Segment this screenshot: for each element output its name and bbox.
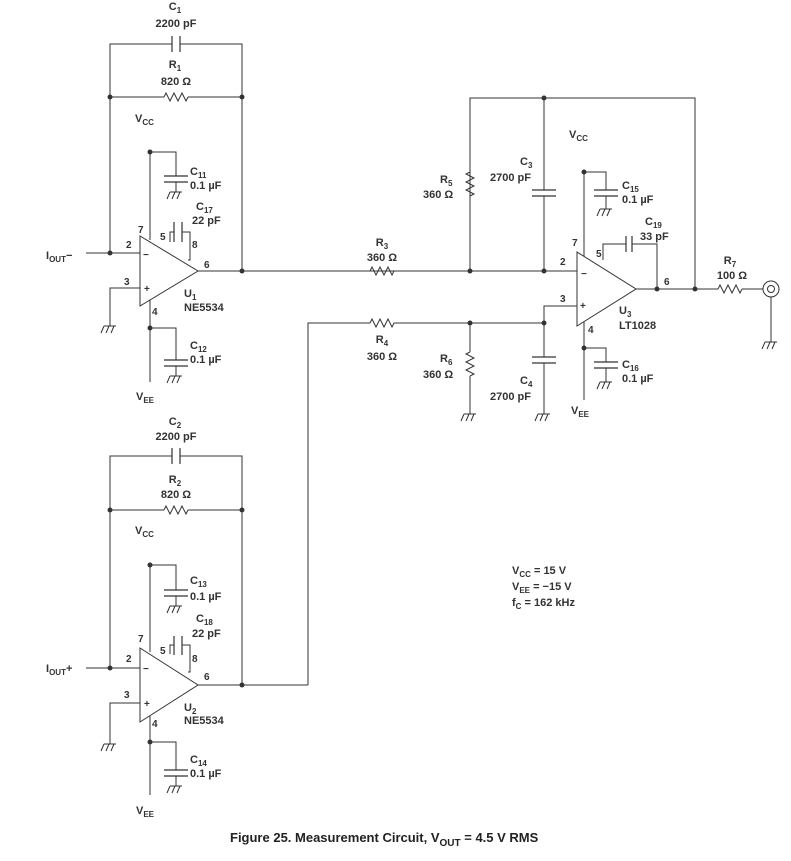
r7-value: 100 Ω bbox=[717, 270, 747, 282]
vee-label-u2: VEE bbox=[136, 805, 155, 819]
r2-label: R2 bbox=[169, 474, 182, 488]
u3-pin-3: 3 bbox=[560, 294, 566, 305]
u2-section bbox=[86, 322, 370, 795]
c16-label: C16 bbox=[622, 359, 639, 373]
u1-pin-8: 8 bbox=[192, 240, 198, 251]
c19-label: C19 bbox=[645, 216, 662, 230]
c3-label: C3 bbox=[520, 156, 533, 170]
r3-resistor-symbol bbox=[369, 265, 395, 277]
u2-pin-3: 3 bbox=[124, 690, 130, 701]
condition-fc: fC = 162 kHz bbox=[512, 597, 575, 611]
u1-value: NE5534 bbox=[184, 302, 225, 314]
u2-value: NE5534 bbox=[184, 715, 225, 727]
u3-opamp-symbol bbox=[576, 251, 637, 327]
u3-value: LT1028 bbox=[619, 320, 656, 332]
r4-label: R4 bbox=[376, 334, 389, 348]
c2-label: C2 bbox=[169, 416, 182, 430]
c4-value: 2700 pF bbox=[490, 391, 531, 403]
r2-resistor-symbol bbox=[163, 504, 189, 516]
vee-label-u1: VEE bbox=[136, 391, 155, 405]
u1-pin-4: 4 bbox=[152, 307, 158, 318]
c15-label: C15 bbox=[622, 180, 639, 194]
r4-value: 360 Ω bbox=[367, 351, 397, 363]
u2-plus: + bbox=[144, 699, 150, 710]
r5-value: 360 Ω bbox=[423, 189, 453, 201]
condition-vee: VEE = −15 V bbox=[512, 581, 572, 595]
r6-resistor-symbol bbox=[464, 351, 476, 377]
u1-label: U1 bbox=[184, 288, 197, 302]
u3-plus: + bbox=[580, 301, 586, 312]
u2-pin-8: 8 bbox=[192, 654, 198, 665]
u3-pin-6: 6 bbox=[664, 277, 670, 288]
c18-value: 22 pF bbox=[192, 628, 221, 640]
condition-vcc: VCC = 15 V bbox=[512, 565, 567, 579]
u1-pin-5: 5 bbox=[160, 232, 166, 243]
r4-resistor-symbol bbox=[369, 317, 395, 329]
vcc-label-u2: VCC bbox=[135, 525, 154, 539]
vcc-label-u1: VCC bbox=[135, 113, 154, 127]
c2-value: 2200 pF bbox=[156, 431, 197, 443]
iout-minus-label: IOUT− bbox=[46, 250, 72, 264]
c14-value: 0.1 µF bbox=[190, 768, 222, 780]
r1-label: R1 bbox=[169, 59, 182, 73]
u2-opamp-symbol bbox=[139, 647, 199, 723]
u3-pin-5: 5 bbox=[596, 249, 602, 260]
c13-value: 0.1 µF bbox=[190, 591, 222, 603]
u1-section bbox=[86, 36, 470, 384]
r5-resistor-symbol bbox=[464, 171, 476, 197]
c1-value: 2200 pF bbox=[156, 18, 197, 30]
c18-label: C18 bbox=[196, 613, 213, 627]
r3-value: 360 Ω bbox=[367, 252, 397, 264]
c15-value: 0.1 µF bbox=[622, 194, 654, 206]
r7-resistor-symbol bbox=[717, 283, 743, 295]
r1-value: 820 Ω bbox=[161, 76, 191, 88]
u1-minus: − bbox=[143, 250, 149, 261]
c16-value: 0.1 µF bbox=[622, 373, 654, 385]
r6-label: R6 bbox=[440, 353, 453, 367]
c12-label: C12 bbox=[190, 340, 207, 354]
c1-label: C1 bbox=[169, 1, 182, 15]
vcc-label-u3: VCC bbox=[569, 129, 588, 143]
u2-label: U2 bbox=[184, 702, 197, 716]
u1-pin-3: 3 bbox=[124, 277, 130, 288]
c3-value: 2700 pF bbox=[490, 172, 531, 184]
c12-value: 0.1 µF bbox=[190, 354, 222, 366]
vee-label-u3: VEE bbox=[571, 405, 590, 419]
u3-pin-4: 4 bbox=[588, 325, 594, 336]
u1-pin-6: 6 bbox=[204, 260, 210, 271]
u3-minus: − bbox=[581, 269, 587, 280]
u2-pin-5: 5 bbox=[160, 646, 166, 657]
c19-value: 33 pF bbox=[640, 231, 669, 243]
u2-minus: − bbox=[143, 664, 149, 675]
u1-pin-7: 7 bbox=[138, 225, 144, 236]
figure-caption: Figure 25. Measurement Circuit, VOUT = 4… bbox=[230, 830, 539, 849]
u2-pin-2: 2 bbox=[126, 654, 132, 665]
c4-label: C4 bbox=[520, 375, 533, 389]
c11-value: 0.1 µF bbox=[190, 180, 222, 192]
r7-label: R7 bbox=[724, 255, 737, 269]
u1-plus: + bbox=[144, 284, 150, 295]
u3-pin-2: 2 bbox=[560, 257, 566, 268]
u2-pin-4: 4 bbox=[152, 719, 158, 730]
u2-pin-6: 6 bbox=[204, 672, 210, 683]
u3-section bbox=[369, 95, 780, 422]
u3-label: U3 bbox=[619, 305, 632, 319]
r3-label: R3 bbox=[376, 237, 389, 251]
iout-plus-label: IOUT+ bbox=[46, 663, 72, 677]
u1-opamp-symbol bbox=[139, 235, 199, 307]
r5-label: R5 bbox=[440, 174, 453, 188]
c17-label: C17 bbox=[196, 201, 213, 215]
c11-label: C11 bbox=[190, 166, 207, 180]
r2-value: 820 Ω bbox=[161, 489, 191, 501]
u3-pin-7: 7 bbox=[572, 238, 578, 249]
c13-label: C13 bbox=[190, 575, 207, 589]
c14-label: C14 bbox=[190, 754, 207, 768]
c17-value: 22 pF bbox=[192, 215, 221, 227]
u1-pin-2: 2 bbox=[126, 240, 132, 251]
r1-resistor-symbol bbox=[163, 91, 189, 103]
r6-value: 360 Ω bbox=[423, 369, 453, 381]
u2-pin-7: 7 bbox=[138, 634, 144, 645]
output-connector-icon bbox=[762, 280, 780, 298]
